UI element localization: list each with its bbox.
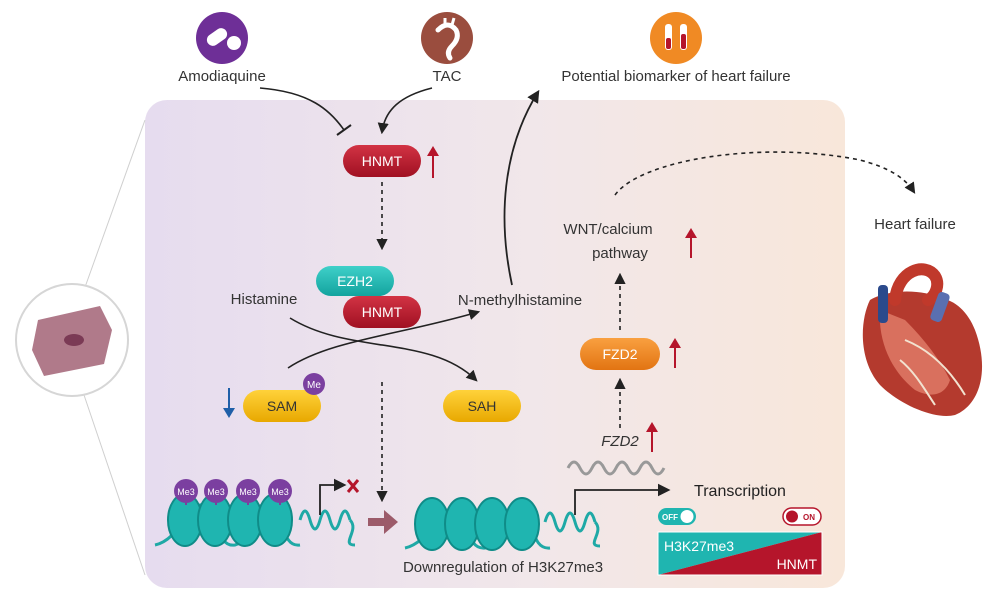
cell-panel — [145, 100, 845, 588]
off-toggle: OFF — [658, 508, 696, 525]
demethylated-chromatin — [404, 497, 601, 551]
tac-arrow — [377, 87, 433, 135]
me3-badge — [236, 479, 260, 503]
down-arrow-icon — [223, 388, 235, 418]
hnmt-complex-pill — [343, 296, 421, 328]
downregulation-label: Downregulation of H3K27me3 — [403, 559, 603, 576]
histamine-label: Histamine — [231, 291, 298, 308]
me3-label: Me3 — [207, 487, 225, 497]
cardiomyocyte-icon — [15, 283, 129, 397]
ezh2-pill — [316, 266, 394, 296]
hnmt-top-pill — [343, 145, 421, 177]
aorta-icon — [421, 12, 473, 64]
wnt-label-line1: WNT/calcium — [563, 221, 652, 238]
hnmt-complex-label: HNMT — [362, 304, 403, 320]
switch-hnmt-label: HNMT — [777, 556, 818, 572]
fzd2-gene-label: FZD2 — [601, 433, 639, 450]
sah-label: SAH — [468, 398, 497, 414]
n-methylhistamine-label: N-methylhistamine — [458, 292, 582, 309]
wnt-label-line2: pathway — [592, 245, 648, 262]
me3-badge — [174, 479, 198, 503]
svg-text:ON: ON — [803, 513, 815, 522]
on-toggle: ON — [782, 507, 822, 526]
sam-label: SAM — [267, 398, 297, 414]
up-arrow-icon — [646, 422, 658, 452]
test-tube-icon — [650, 12, 702, 64]
heart-icon — [862, 263, 983, 416]
biomarker-label: Potential biomarker of heart failure — [561, 68, 790, 85]
tac-label: TAC — [433, 68, 462, 85]
me3-label: Me3 — [177, 487, 195, 497]
hnmt-top-label: HNMT — [362, 153, 403, 169]
me-badge-label: Me — [307, 380, 321, 391]
up-arrow-icon — [669, 338, 681, 368]
transition-arrow-icon — [368, 510, 398, 534]
pill-icon — [196, 12, 248, 64]
ezh2-label: EZH2 — [337, 273, 373, 289]
biomarker-arrow — [503, 89, 540, 286]
me3-badge — [204, 479, 228, 503]
sam-pill — [243, 390, 321, 422]
inhibition-arrow — [259, 87, 345, 131]
transcription-label: Transcription — [694, 483, 786, 500]
me3-label: Me3 — [239, 487, 257, 497]
me3-label: Me3 — [271, 487, 289, 497]
blocked-transcription-arrow — [319, 478, 347, 515]
blocked-x-icon — [346, 479, 360, 493]
sam-to-sah-arrow — [289, 317, 478, 382]
transcription-arrow — [574, 483, 671, 515]
sah-pill — [443, 390, 521, 422]
mrna-wave — [566, 460, 666, 476]
fzd2-pill — [580, 338, 660, 370]
switch-h3k27me3-label: H3K27me3 — [664, 538, 734, 554]
up-arrow-icon — [685, 228, 697, 258]
h3k27me3-hnmt-switch — [657, 531, 823, 576]
me3-badge — [268, 479, 292, 503]
up-arrow-icon — [427, 146, 439, 178]
me-badge — [303, 373, 325, 395]
heart-failure-arrow — [614, 151, 916, 196]
amodiaquine-label: Amodiaquine — [178, 68, 266, 85]
fzd2-label: FZD2 — [603, 346, 638, 362]
histamine-to-nmh-arrow — [287, 309, 481, 369]
svg-text:OFF: OFF — [662, 513, 678, 522]
heart-failure-label: Heart failure — [874, 216, 956, 233]
